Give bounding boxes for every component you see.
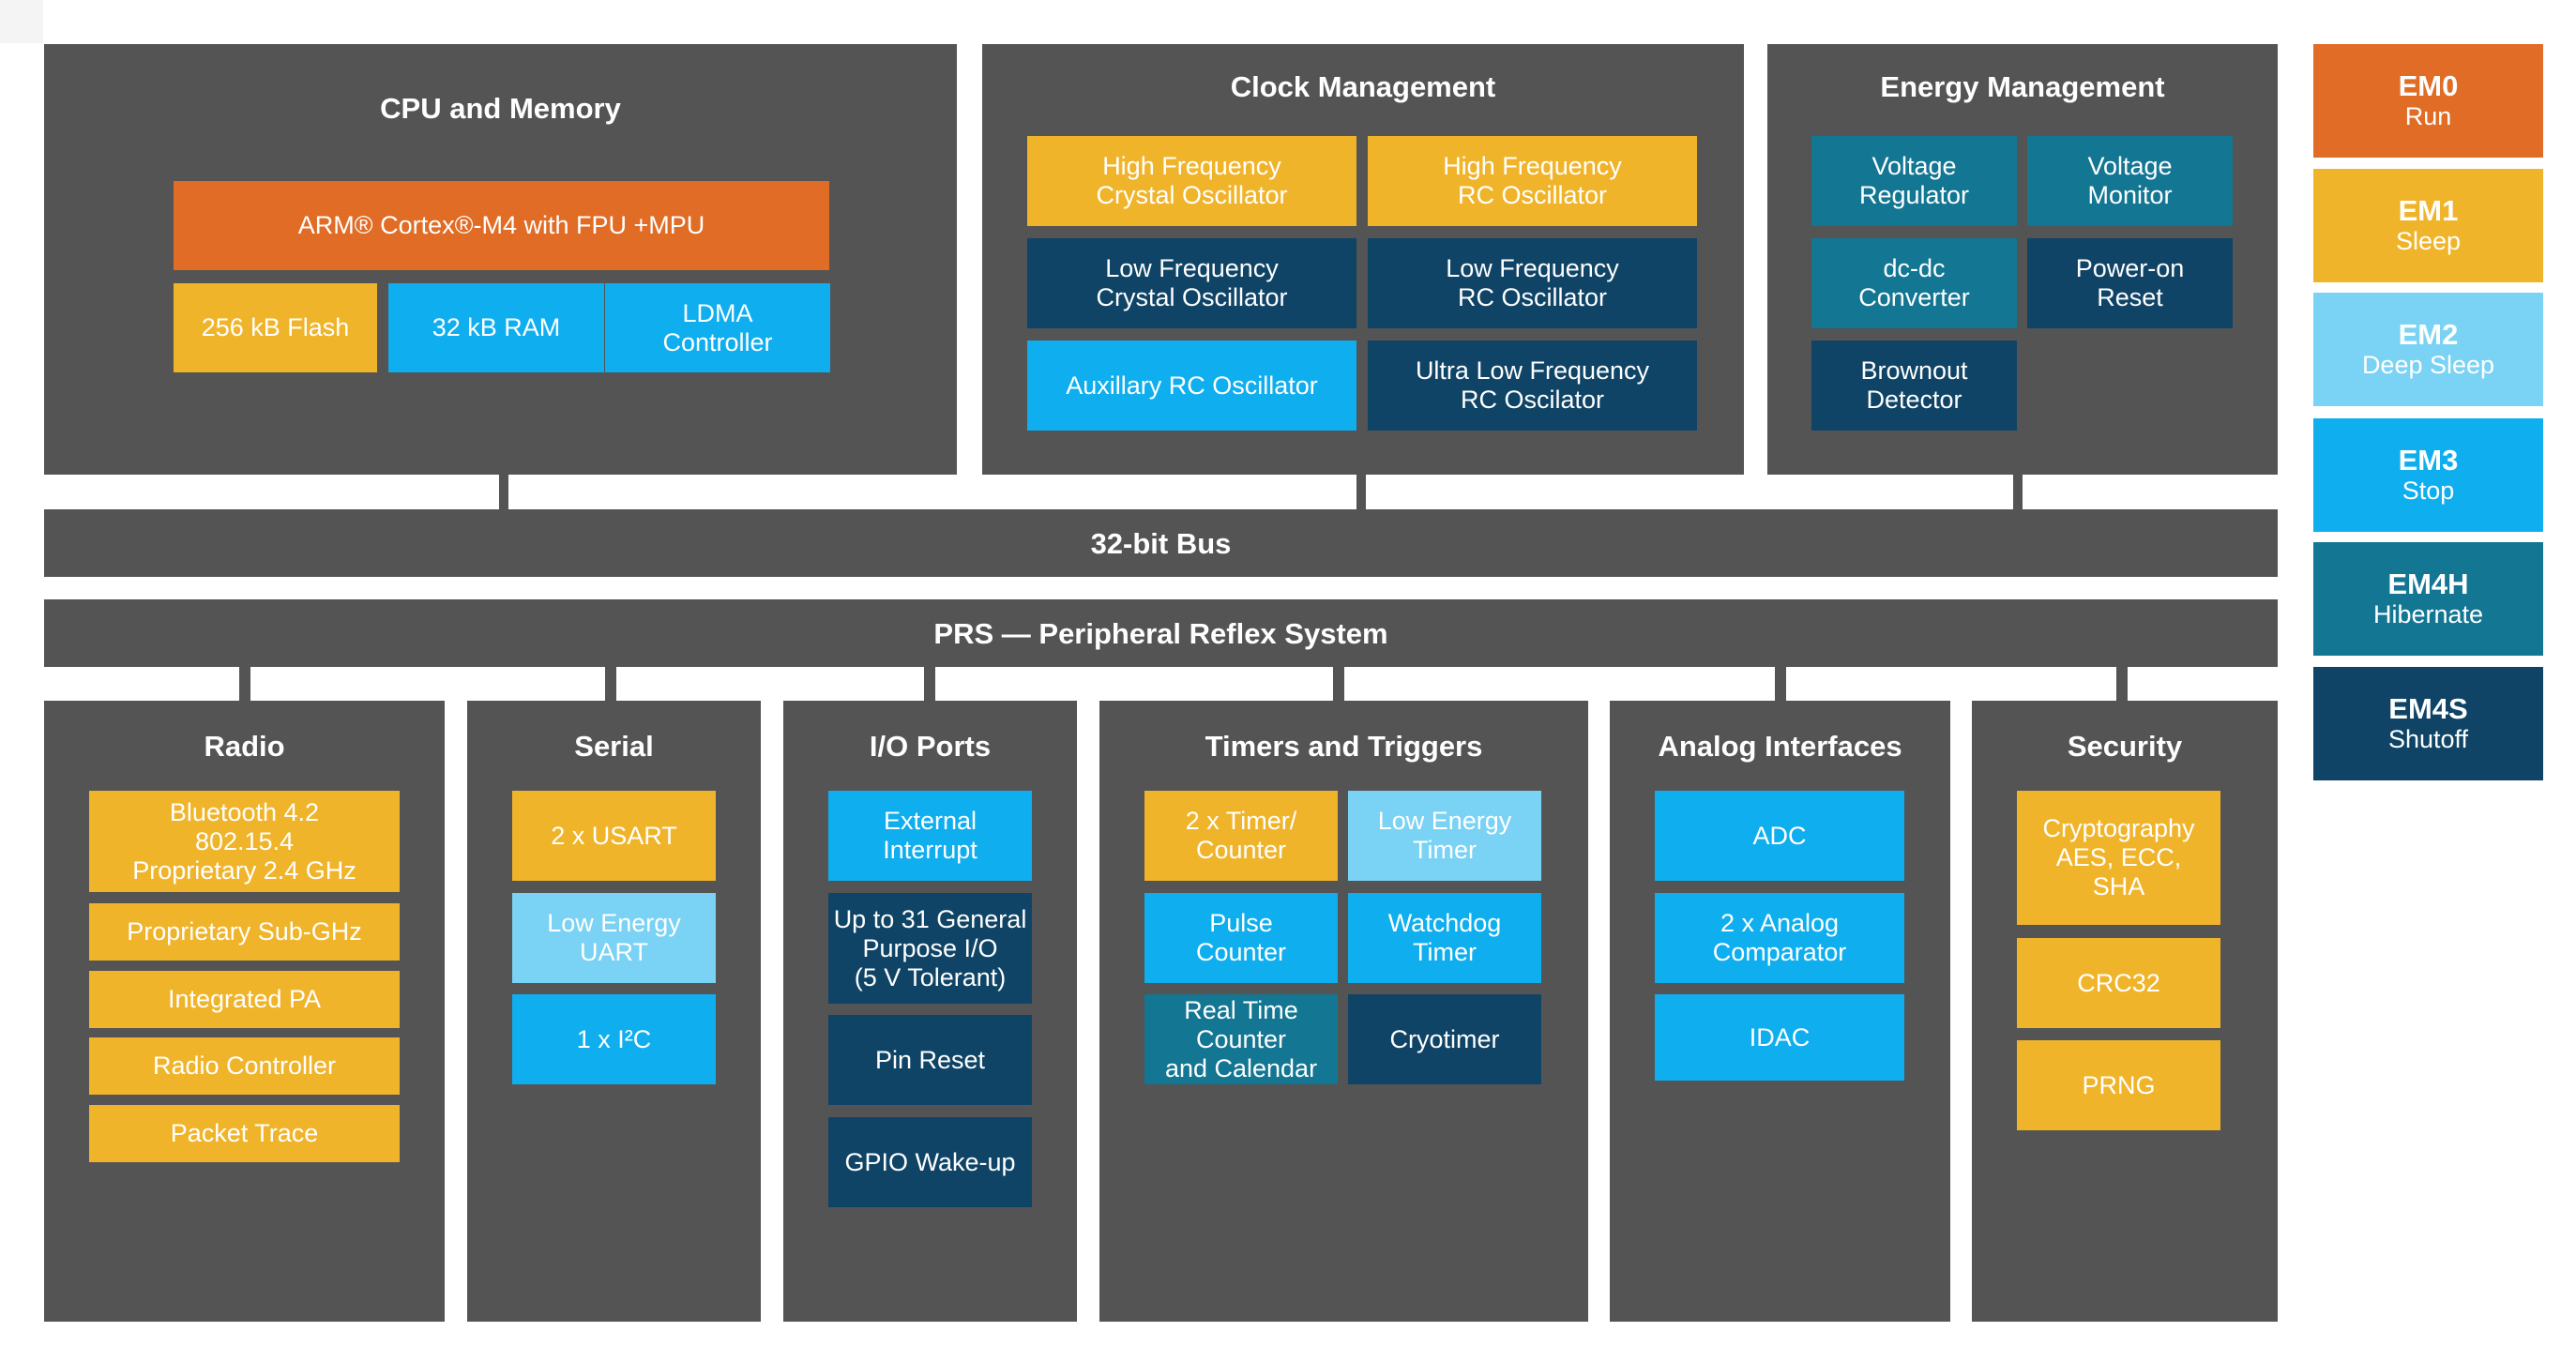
radio-title: Radio: [204, 730, 285, 763]
legend-em3-name: Stop: [2402, 477, 2455, 505]
radio-controller-block: Radio Controller: [89, 1037, 400, 1095]
hfxo-block: High Frequency Crystal Oscillator: [1027, 136, 1356, 226]
security-title: Security: [2067, 730, 2183, 763]
watchdog-timer-block: Watchdog Timer: [1348, 893, 1541, 983]
io-prs-connector: [924, 667, 935, 701]
legend-em2-code: EM2: [2398, 318, 2459, 351]
i2c-block: 1 x I²C: [512, 994, 716, 1084]
rtcc-block: Real Time Counter and Calendar: [1144, 994, 1338, 1084]
system-bus: [44, 509, 2278, 577]
energy-management-title: Energy Management: [1880, 70, 2165, 103]
legend-em0-code: EM0: [2398, 69, 2459, 102]
legend-em4s-code: EM4S: [2388, 692, 2468, 725]
legend-em0: EM0 Run: [2313, 44, 2543, 158]
legend-em1: EM1 Sleep: [2313, 169, 2543, 282]
legend-em4s: EM4S Shutoff: [2313, 667, 2543, 780]
serial-prs-connector: [605, 667, 616, 701]
system-bus-label: 32-bit Bus: [1090, 527, 1232, 560]
hfrco-block: High Frequency RC Oscillator: [1368, 136, 1697, 226]
legend-em2: EM2 Deep Sleep: [2313, 293, 2543, 406]
prs-bar: [44, 599, 2278, 667]
legend-em1-name: Sleep: [2395, 227, 2462, 255]
radio-prs-connector: [239, 667, 250, 701]
analog-prs-connector: [1775, 667, 1786, 701]
legend-em4h: EM4H Hibernate: [2313, 542, 2543, 656]
power-on-reset-block: Power-on Reset: [2027, 238, 2233, 328]
gpio-wakeup-block: GPIO Wake-up: [828, 1117, 1032, 1207]
idac-block: IDAC: [1655, 994, 1904, 1081]
corner-strip: [0, 0, 43, 43]
cryotimer-block: Cryotimer: [1348, 994, 1541, 1084]
letimer-block: Low Energy Timer: [1348, 791, 1541, 881]
clock-management-title: Clock Management: [1230, 70, 1496, 103]
legend-em3-code: EM3: [2398, 444, 2459, 477]
serial-title: Serial: [574, 730, 654, 763]
prng-block: PRNG: [2017, 1040, 2220, 1130]
prs-label: PRS — Peripheral Reflex System: [933, 617, 1388, 650]
packet-trace-block: Packet Trace: [89, 1105, 400, 1162]
clock-bus-connector: [1356, 475, 1366, 509]
legend-em3: EM3 Stop: [2313, 418, 2543, 532]
energy-bus-connector: [2013, 475, 2023, 509]
analog-title: Analog Interfaces: [1658, 730, 1902, 763]
timers-prs-connector: [1333, 667, 1344, 701]
legend-em1-code: EM1: [2398, 194, 2459, 227]
io-ports-title: I/O Ports: [869, 730, 992, 763]
gpio-block: Up to 31 General Purpose I/O (5 V Tolera…: [828, 893, 1032, 1004]
bluetooth-block: Bluetooth 4.2 802.15.4 Proprietary 2.4 G…: [89, 791, 400, 892]
timer-counter-block: 2 x Timer/ Counter: [1144, 791, 1338, 881]
pin-reset-block: Pin Reset: [828, 1015, 1032, 1105]
legend-em2-name: Deep Sleep: [2361, 351, 2495, 379]
brownout-detector-block: Brownout Detector: [1811, 340, 2017, 431]
voltage-regulator-block: Voltage Regulator: [1811, 136, 2017, 226]
voltage-monitor-block: Voltage Monitor: [2027, 136, 2233, 226]
analog-comparator-block: 2 x Analog Comparator: [1655, 893, 1904, 983]
legend-em4h-code: EM4H: [2387, 568, 2469, 600]
usart-block: 2 x USART: [512, 791, 716, 881]
flash-block: 256 kB Flash: [174, 283, 377, 372]
legend-em4s-name: Shutoff: [2387, 725, 2469, 753]
external-interrupt-block: External Interrupt: [828, 791, 1032, 881]
cryptography-block: Cryptography AES, ECC, SHA: [2017, 791, 2220, 925]
lfxo-block: Low Frequency Crystal Oscillator: [1027, 238, 1356, 328]
legend-em0-name: Run: [2404, 102, 2452, 130]
integrated-pa-block: Integrated PA: [89, 971, 400, 1028]
ldma-block: LDMA Controller: [605, 283, 830, 372]
ram-block: 32 kB RAM: [388, 283, 604, 372]
cpu-memory-title: CPU and Memory: [380, 92, 621, 125]
cpu-bus-connector: [499, 475, 508, 509]
leuart-block: Low Energy UART: [512, 893, 716, 983]
timers-title: Timers and Triggers: [1205, 730, 1483, 763]
lfrco-block: Low Frequency RC Oscillator: [1368, 238, 1697, 328]
security-prs-connector: [2116, 667, 2128, 701]
cortex-m4-block: ARM® Cortex®-M4 with FPU +MPU: [174, 181, 829, 270]
ulfrco-block: Ultra Low Frequency RC Oscilator: [1368, 340, 1697, 431]
pulse-counter-block: Pulse Counter: [1144, 893, 1338, 983]
crc32-block: CRC32: [2017, 938, 2220, 1028]
dcdc-converter-block: dc-dc Converter: [1811, 238, 2017, 328]
adc-block: ADC: [1655, 791, 1904, 881]
sub-ghz-block: Proprietary Sub-GHz: [89, 903, 400, 961]
legend-em4h-name: Hibernate: [2372, 600, 2484, 628]
aux-rc-oscillator-block: Auxillary RC Oscillator: [1027, 340, 1356, 431]
